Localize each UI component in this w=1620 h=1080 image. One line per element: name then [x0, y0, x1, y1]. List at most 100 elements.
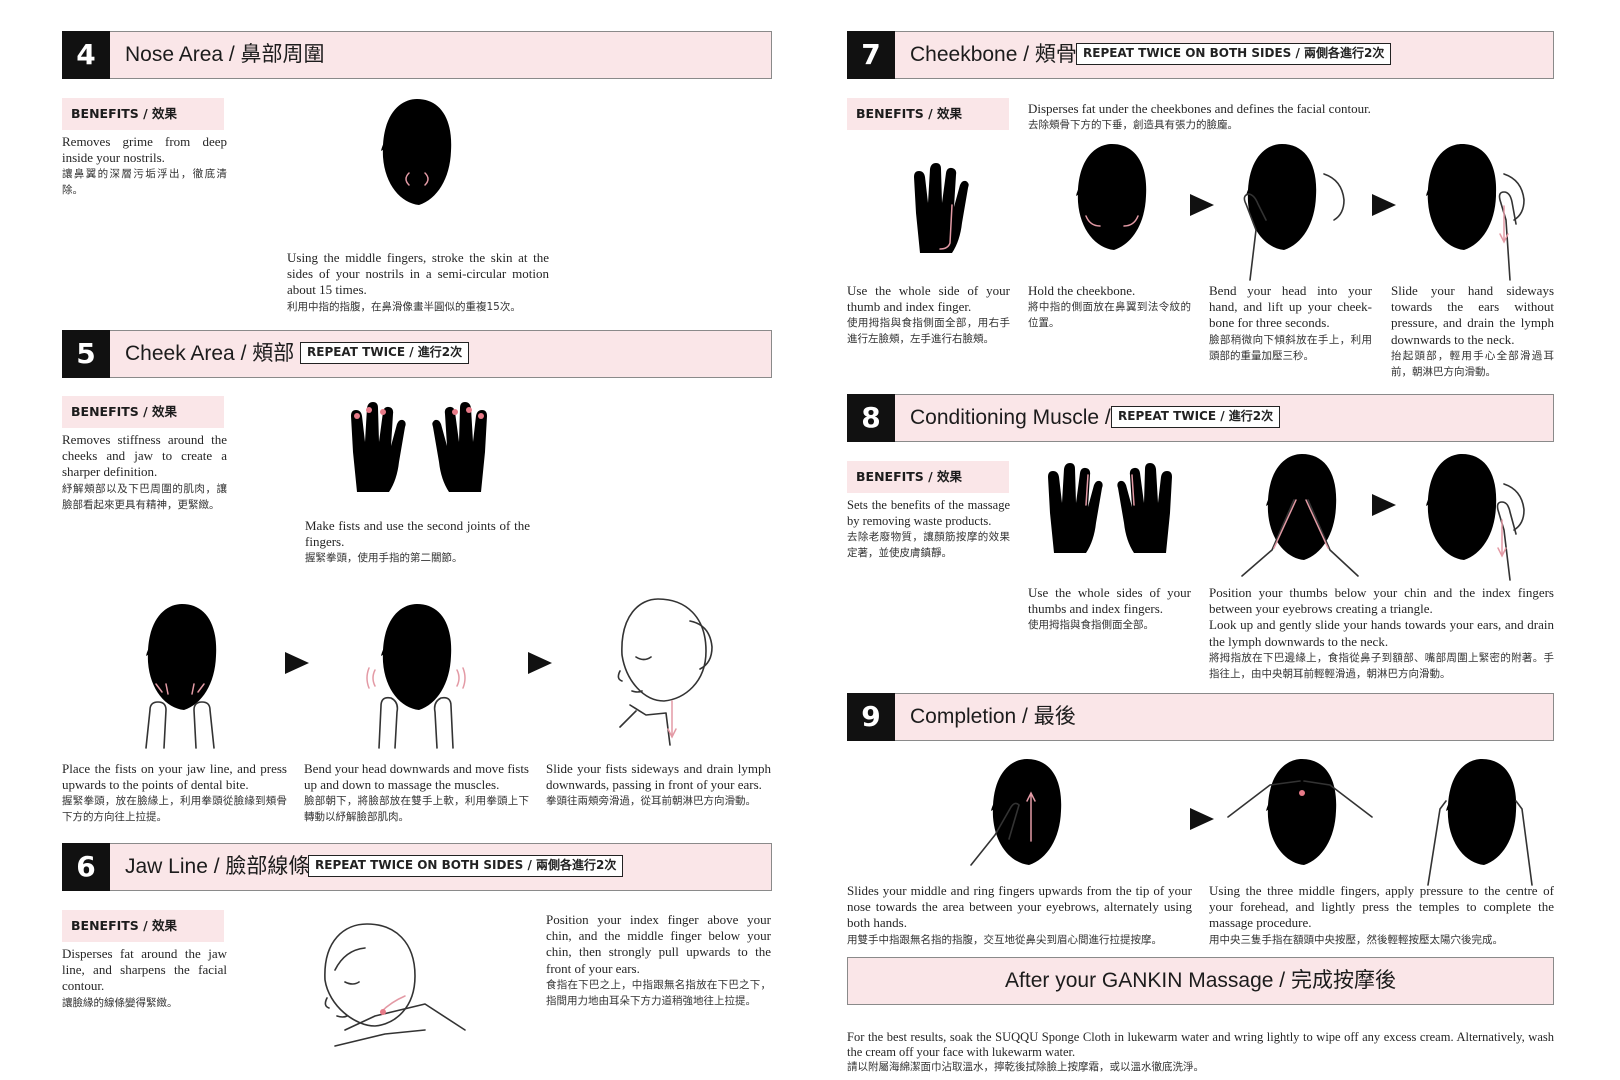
after-zh: 請以附屬海綿潔面巾沾取溫水，擰乾後拭除臉上按摩霜，或以溫水徹底洗淨。	[847, 1061, 1204, 1073]
step-zh: 將中指的側面放在鼻翼到法令紋的位置。	[1028, 301, 1191, 330]
section-4-step-text: Using the middle fingers, stroke the ski…	[287, 250, 549, 315]
step-zh: 抬起頭部，輕用手心全部滑過耳前，朝淋巴方向滑動。	[1391, 349, 1554, 378]
benefit-en: Removes stiffness around the cheeks and …	[62, 432, 227, 480]
section-9-title: Completion / 最後	[910, 705, 1076, 728]
step-zh: 利用中指的指腹，在鼻滑像畫半圓似的重複15次。	[287, 300, 521, 313]
step-number-9: 9	[847, 693, 895, 741]
cheek-step-3-text: Slide your fists sideways and drain lymp…	[546, 761, 771, 809]
step-en: Slide your fists sideways and drain lymp…	[546, 761, 771, 793]
benefit-en: Sets the benefits of the massage by remo…	[847, 498, 1010, 529]
step-number-8: 8	[847, 394, 895, 442]
conditioning-step-1-illustration	[1241, 454, 1359, 582]
step-en: Make fists and use the second joints of …	[305, 518, 530, 550]
section-7-benefit-text: Disperses fat under the cheekbones and d…	[1028, 101, 1554, 133]
arrow-right-icon	[1372, 194, 1396, 216]
arrow-right-icon	[285, 652, 309, 674]
step-en: Use the whole sides of your thumbs and i…	[1028, 585, 1191, 617]
benefit-zh: 去除老廢物質，讓顏筋按摩的效果定著，並使皮膚鎮靜。	[847, 531, 1010, 560]
step-en-2: Look up and gently slide your hands towa…	[1209, 617, 1554, 649]
completion-step-2-text: Using the three middle fingers, apply pr…	[1209, 883, 1554, 948]
section-5-title: Cheek Area / 頰部	[125, 342, 295, 365]
step-zh: 拳頭往兩頰旁滑過，從耳前朝淋巴方向滑動。	[546, 795, 756, 808]
fists-text: Make fists and use the second joints of …	[305, 518, 530, 566]
repeat-badge: REPEAT TWICE ON BOTH SIDES / 兩側各進行2次	[1076, 43, 1392, 65]
arrow-right-icon	[1372, 494, 1396, 516]
step-number-5: 5	[62, 330, 110, 378]
step-zh: 用中央三隻手指在額頭中央按壓，然後輕輕按壓太陽穴後完成。	[1209, 933, 1503, 946]
after-massage-text: For the best results, soak the SUQQU Spo…	[847, 1030, 1554, 1074]
cheek-step-3-illustration	[617, 598, 713, 746]
cheek-step-2-text: Bend your head downwards and move fists …	[304, 761, 529, 825]
cheek-step-1-text: Place the fists on your jaw line, and pr…	[62, 761, 287, 825]
repeat-badge: REPEAT TWICE / 進行2次	[1111, 406, 1281, 428]
section-6-benefit-text: Disperses fat around the jaw line, and s…	[62, 946, 227, 1011]
step-en: Hold the cheekbone.	[1028, 283, 1136, 298]
step-zh: 臉部稍微向下傾斜放在手上，利用頭部的重量加壓三秒。	[1209, 333, 1372, 362]
step-en: Slides your middle and ring fingers upwa…	[847, 883, 1192, 931]
section-9-header: 9 Completion / 最後	[847, 693, 1554, 741]
step-zh: 將拇指放在下巴邊緣上，食指從鼻子到額部、嘴部周圍上緊密的附著。手指往上，由中央朝…	[1209, 651, 1554, 680]
repeat-badge: REPEAT TWICE / 進行2次	[300, 342, 470, 364]
step-number-7: 7	[847, 31, 895, 79]
section-8-header: 8 Conditioning Muscle / 整緻 REPEAT TWICE …	[847, 394, 1554, 442]
step-en: Bend your head into your hand, and lift …	[1209, 283, 1372, 331]
repeat-badge: REPEAT TWICE ON BOTH SIDES / 兩側各進行2次	[308, 855, 624, 877]
step-zh: 臉部朝下，將臉部放在雙手上軟，利用拳頭上下轉動以紓解臉部肌肉。	[304, 795, 529, 824]
section-8-benefit-text: Sets the benefits of the massage by remo…	[847, 497, 1010, 561]
step-number-4: 4	[62, 31, 110, 79]
step-zh: 使用拇指與食指側面全部，用右手進行左臉頰，左手進行右臉頰。	[847, 317, 1010, 346]
section-8-benefits-label: BENEFITS / 效果	[847, 461, 1009, 493]
section-4-title: Nose Area / 鼻部周圍	[125, 43, 325, 66]
cheek-step-1-illustration	[145, 604, 217, 749]
jaw-line-illustration	[324, 923, 466, 1047]
section-8-title: Conditioning Muscle / 整緻	[910, 406, 1159, 429]
completion-step-1-illustration	[970, 759, 1062, 887]
benefit-zh: 去除頰骨下方的下垂，創造具有張力的臉龐。	[1028, 119, 1238, 132]
arrow-right-icon	[1190, 808, 1214, 830]
step-number-6: 6	[62, 843, 110, 891]
step-en: Slide your hand sideways towards the ear…	[1391, 283, 1554, 347]
step-en: Bend your head downwards and move fists …	[304, 761, 529, 793]
step-en: Position your thumbs below your chin and…	[1209, 585, 1554, 617]
completion-step-1-text: Slides your middle and ring fingers upwa…	[847, 883, 1192, 948]
cheekbone-step-3-text: Slide your hand sideways towards the ear…	[1391, 283, 1554, 380]
section-6-step-text: Position your index finger above your ch…	[546, 912, 771, 1009]
section-5-benefit-text: Removes stiffness around the cheeks and …	[62, 432, 227, 513]
fists-illustration	[351, 402, 487, 492]
cheekbone-step-3-illustration	[1426, 144, 1525, 281]
conditioning-step-0-text: Use the whole sides of your thumbs and i…	[1028, 585, 1191, 633]
section-7-title: Cheekbone / 頰骨	[910, 43, 1077, 66]
cheekbone-step-1-illustration	[1076, 144, 1147, 272]
section-7-header: 7 Cheekbone / 頰骨 REPEAT TWICE ON BOTH SI…	[847, 31, 1554, 79]
completion-step-2-illustration	[1227, 759, 1373, 887]
section-6-header: 6 Jaw Line / 臉部線條 REPEAT TWICE ON BOTH S…	[62, 843, 772, 891]
section-7-benefits-label: BENEFITS / 效果	[847, 98, 1009, 130]
cheekbone-step-2-text: Bend your head into your hand, and lift …	[1209, 283, 1372, 364]
benefit-en: Disperses fat around the jaw line, and s…	[62, 946, 227, 994]
step-en: Position your index finger above your ch…	[546, 912, 771, 976]
step-zh: 食指在下巴之上，中指跟無名指放在下巴之下，指間用力地由耳朵下方力道稍強地往上拉提…	[546, 978, 771, 1007]
benefit-en: Disperses fat under the cheekbones and d…	[1028, 101, 1371, 116]
cheek-step-2-illustration	[366, 604, 466, 749]
cheekbone-step-0-text: Use the whole side of your thumb and ind…	[847, 283, 1010, 347]
nose-massage-illustration	[381, 99, 452, 227]
section-5-header: 5 Cheek Area / 頰部 REPEAT TWICE / 進行2次	[62, 330, 772, 378]
section-5-benefits-label: BENEFITS / 效果	[62, 396, 224, 428]
thumb-index-hand-illustration	[914, 163, 969, 253]
conditioning-step-1-text: Position your thumbs below your chin and…	[1209, 585, 1554, 682]
section-4-header: 4 Nose Area / 鼻部周圍	[62, 31, 772, 79]
cheekbone-step-2-illustration	[1243, 144, 1345, 281]
arrow-right-icon	[1190, 194, 1214, 216]
step-en: Use the whole side of your thumb and ind…	[847, 283, 1010, 315]
benefit-zh: 讓鼻翼的深層污垢浮出，徹底清除。	[62, 168, 227, 197]
step-zh: 握緊拳頭，使用手指的第二關節。	[305, 552, 463, 565]
step-en: Using the three middle fingers, apply pr…	[1209, 883, 1554, 931]
step-zh: 握緊拳頭，放在臉緣上，利用拳頭從臉緣到頰骨下方的方向往上拉提。	[62, 795, 287, 824]
section-4-benefit-text: Removes grime from deep inside your nost…	[62, 134, 227, 198]
step-en: Place the fists on your jaw line, and pr…	[62, 761, 287, 793]
after-en: For the best results, soak the SUQQU Spo…	[847, 1030, 1554, 1059]
conditioning-step-2-illustration	[1426, 454, 1525, 582]
two-hands-illustration	[1048, 463, 1172, 553]
benefit-en: Removes grime from deep inside your nost…	[62, 134, 227, 166]
completion-step-3-illustration	[1427, 759, 1533, 887]
